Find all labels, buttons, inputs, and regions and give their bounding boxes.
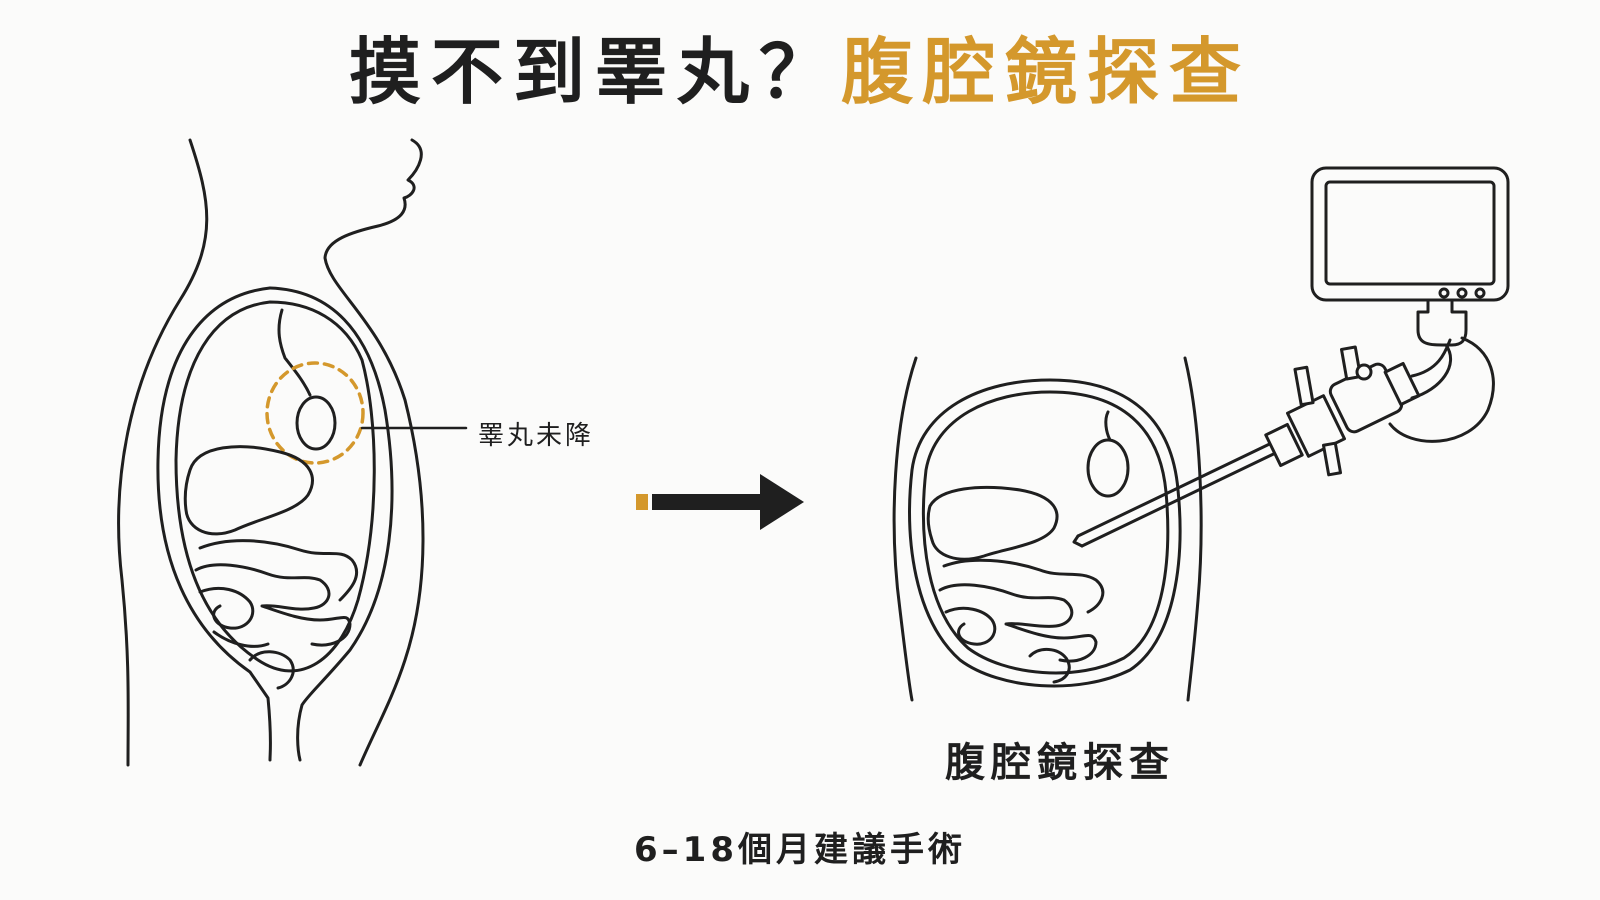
abdomen-cavity-outline (156, 286, 272, 762)
laparoscope-stopcock-bottom (1321, 441, 1343, 477)
abdomen-inner-outline (174, 300, 376, 673)
peritoneal-cavity-outline (908, 378, 1182, 688)
laparoscope-trocar-collar (1264, 422, 1304, 468)
body-front-outline (323, 138, 425, 767)
undescended-testis (295, 395, 337, 451)
torso-left-outline (892, 356, 918, 702)
right-intestine-coils (938, 558, 1105, 684)
right-spermatic-cord (1104, 410, 1112, 442)
monitor-button-3 (1474, 287, 1486, 299)
spermatic-cord (277, 308, 312, 397)
monitor-button-1 (1438, 287, 1450, 299)
arrow-shaft (652, 494, 762, 510)
surgery-age-recommendation: 6–18個月建議手術 (634, 830, 966, 870)
laparoscope-tip (1072, 534, 1084, 548)
laparoscope-knob (1355, 363, 1373, 381)
title-question: 摸不到睪丸？ (348, 30, 841, 114)
peritoneal-cavity-inner (921, 390, 1170, 675)
testis-highlight-circle (265, 361, 365, 465)
right-abdomen-figure (892, 356, 1203, 702)
right-liver-organ (926, 485, 1059, 561)
liver-organ (183, 445, 314, 536)
arrow-head (760, 474, 804, 530)
monitor-cable-connector (1410, 343, 1453, 400)
body-back-outline (117, 138, 209, 767)
right-testis (1086, 438, 1130, 498)
laparoscope-instrument (1072, 336, 1495, 548)
laparoscope-shaft-top (1076, 436, 1284, 538)
abdomen-cavity-right (268, 286, 394, 762)
camera-cable (1388, 336, 1495, 443)
monitor-frame (1310, 166, 1510, 302)
arrow-tail-accent (636, 494, 648, 510)
torso-right-outline (1183, 356, 1203, 702)
undescended-testis-label: 睪丸未降 (478, 421, 595, 451)
left-body-figure (117, 138, 468, 767)
laparoscope-shaft-bottom (1080, 446, 1288, 548)
monitor-button-2 (1456, 287, 1468, 299)
video-monitor (1310, 166, 1510, 400)
laparoscopy-label: 腹腔鏡探查 (945, 740, 1175, 786)
transition-arrow (636, 474, 804, 530)
laparoscope-eyepiece (1383, 361, 1421, 407)
title-highlight: 腹腔鏡探查 (841, 30, 1252, 114)
laparoscope-stopcock-left (1293, 365, 1315, 407)
page-title: 摸不到睪丸？腹腔鏡探查 (0, 22, 1600, 122)
monitor-stand (1416, 298, 1468, 347)
monitor-screen (1324, 180, 1496, 286)
intestine-coils (194, 539, 359, 690)
